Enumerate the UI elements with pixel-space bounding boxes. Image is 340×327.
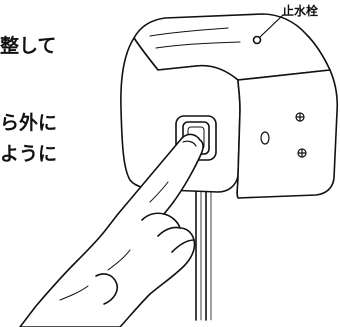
box-side-face [236,69,339,199]
water-valve-label: 止水栓 [282,4,319,18]
instruction-fragment-2: ら外に [0,112,58,134]
hand [19,133,204,327]
side-screws [260,112,307,158]
support-post [195,179,212,321]
instruction-fragment-1: 整して [0,35,57,57]
valve-dot [252,35,262,45]
instruction-fragment-3: ように [0,143,58,165]
callout-leader [259,14,284,38]
